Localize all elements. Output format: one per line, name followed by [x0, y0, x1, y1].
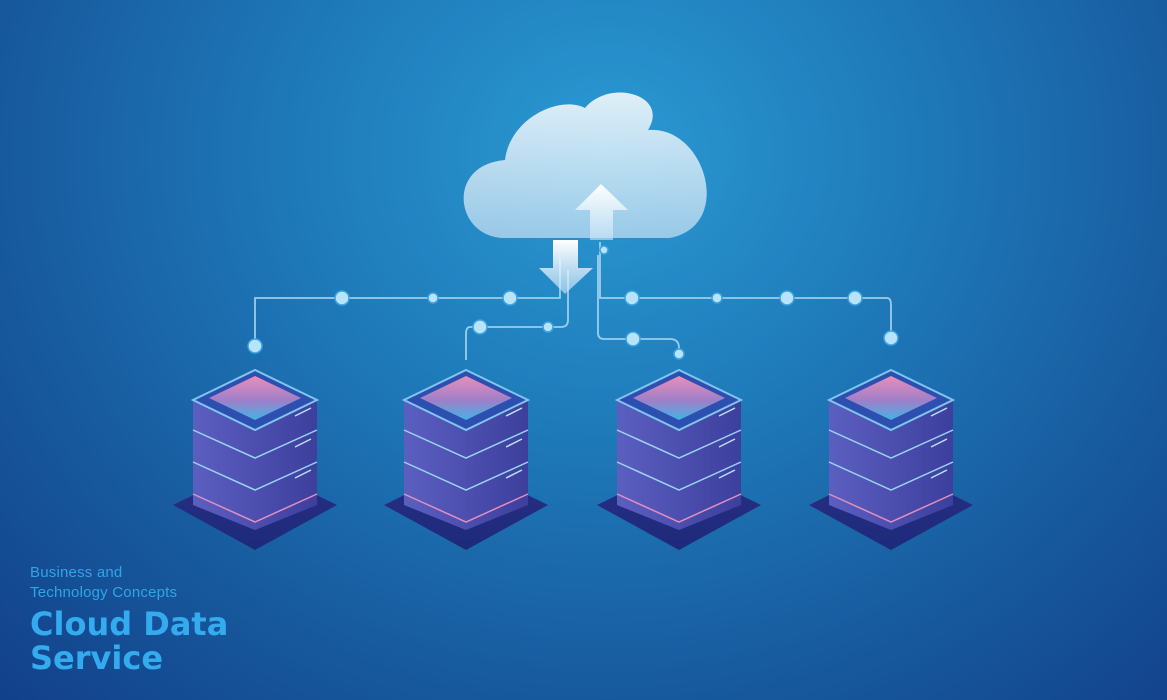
connector-lines [254, 242, 892, 360]
title-line-2: Service [30, 639, 164, 677]
subtitle-line-1: Business and [30, 564, 123, 581]
server-rack-icon [597, 368, 761, 550]
server-rack-icon [384, 368, 548, 550]
title-line-1: Cloud Data [30, 605, 229, 643]
subtitle-line-2: Technology Concepts [30, 584, 178, 601]
cloud-icon [463, 92, 707, 238]
server-rack-icon [809, 368, 973, 550]
download-arrow-icon [539, 240, 593, 294]
server-rack-icon [173, 368, 337, 550]
connector-nodes [247, 245, 899, 360]
upload-arrow-icon [575, 184, 628, 240]
